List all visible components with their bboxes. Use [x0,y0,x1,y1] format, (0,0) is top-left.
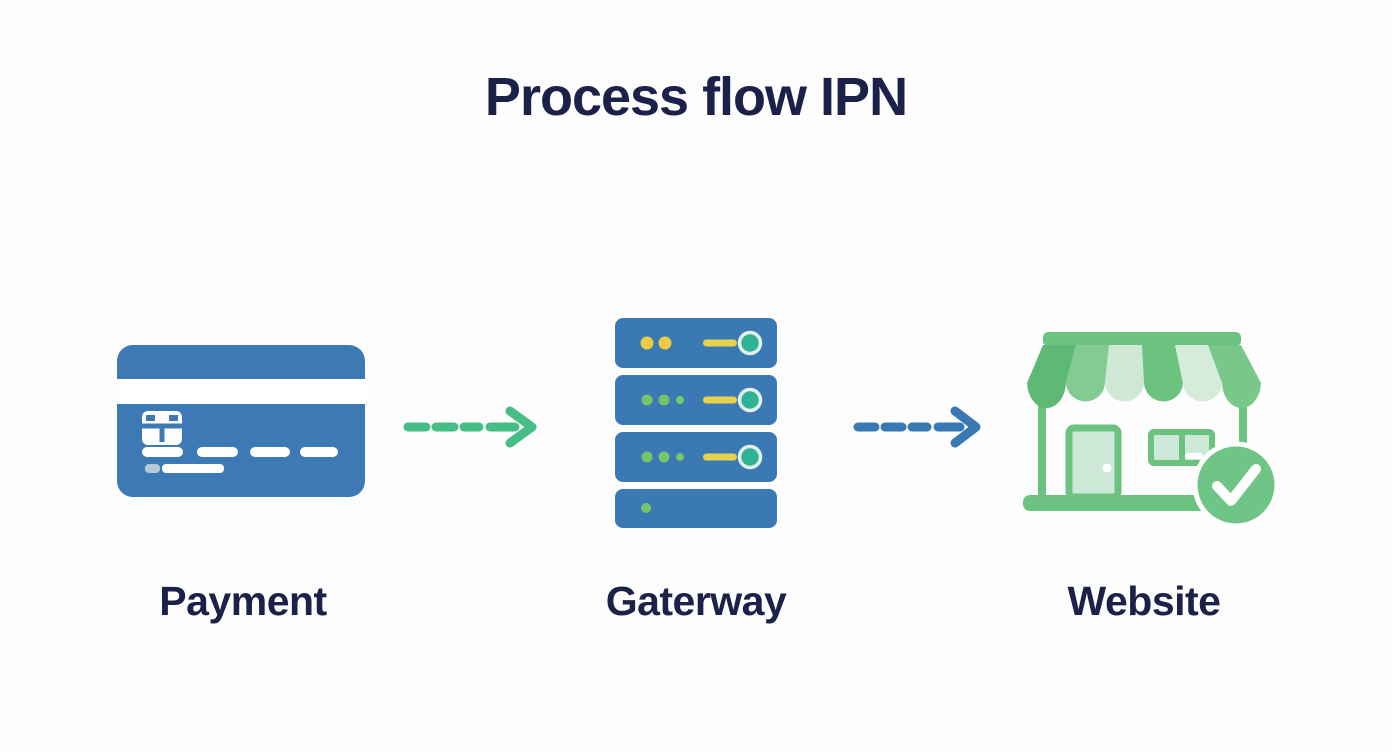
storefront-check-icon [1023,332,1280,529]
page-title: Process flow IPN [484,67,908,127]
server-stack-icon [615,318,777,528]
node-label-website: Website [1067,578,1221,624]
server-row-3 [615,432,777,482]
card-signature-line [145,464,224,473]
dashed-arrow-green-icon [403,406,537,448]
store-awning [1027,332,1261,408]
server-row-1 [615,318,777,368]
store-window [1148,429,1215,466]
store-posts [1038,385,1247,500]
node-label-payment: Payment [159,578,327,624]
store-door [1065,424,1122,501]
card-chip [142,411,182,445]
door-handle [1102,463,1112,473]
card-stripe [117,379,365,404]
credit-card-icon [117,345,365,497]
server-row-2 [615,375,777,425]
dashed-arrow-blue-icon [853,406,981,448]
check-badge-icon [1192,441,1280,529]
card-number-dashes [142,447,338,457]
server-row-4 [615,489,777,528]
node-label-gateway: Gaterway [605,578,787,624]
